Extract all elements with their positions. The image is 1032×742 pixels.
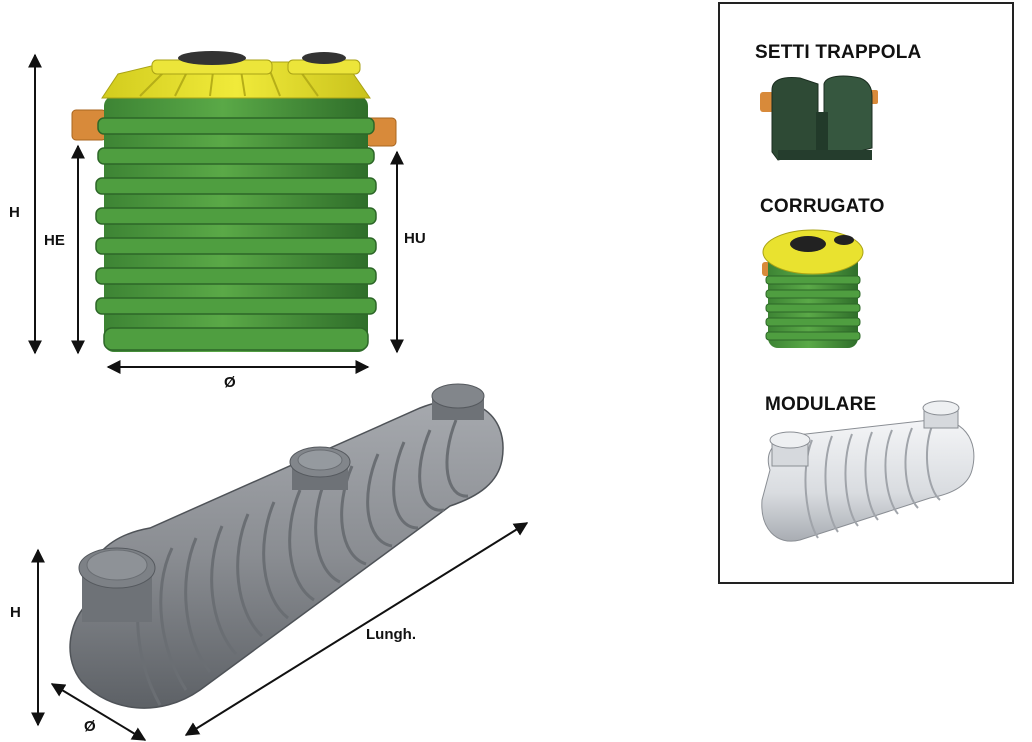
legend-title-modulare: MODULARE [765, 394, 877, 415]
setti-trappola-image [760, 75, 878, 161]
horizontal-tank [69, 383, 504, 709]
tank-ribs [95, 117, 377, 351]
dim-arrow-diameter-horizontal [50, 683, 147, 741]
vertical-tank [71, 51, 397, 352]
legend-panel [718, 2, 1014, 584]
label-he: HE [44, 232, 65, 249]
lid-cap-left [178, 51, 246, 65]
lid-cap-right [302, 52, 346, 64]
label-h-vertical: H [9, 204, 20, 221]
legend-title-corrugato: CORRUGATO [760, 196, 885, 217]
corrugato-image [762, 229, 864, 348]
label-hu: HU [404, 230, 426, 247]
legend-title-setti-trappola: SETTI TRAPPOLA [755, 42, 922, 63]
label-diameter-vertical: Ø [224, 374, 236, 391]
label-diameter-horizontal: Ø [84, 718, 96, 735]
manhole-middle [289, 446, 351, 490]
manhole-rear [431, 383, 485, 420]
dim-arrow-length [184, 522, 529, 736]
modulare-image [761, 400, 975, 542]
label-length: Lungh. [366, 626, 416, 643]
label-h-horizontal: H [10, 604, 21, 621]
manhole-front [78, 547, 156, 622]
